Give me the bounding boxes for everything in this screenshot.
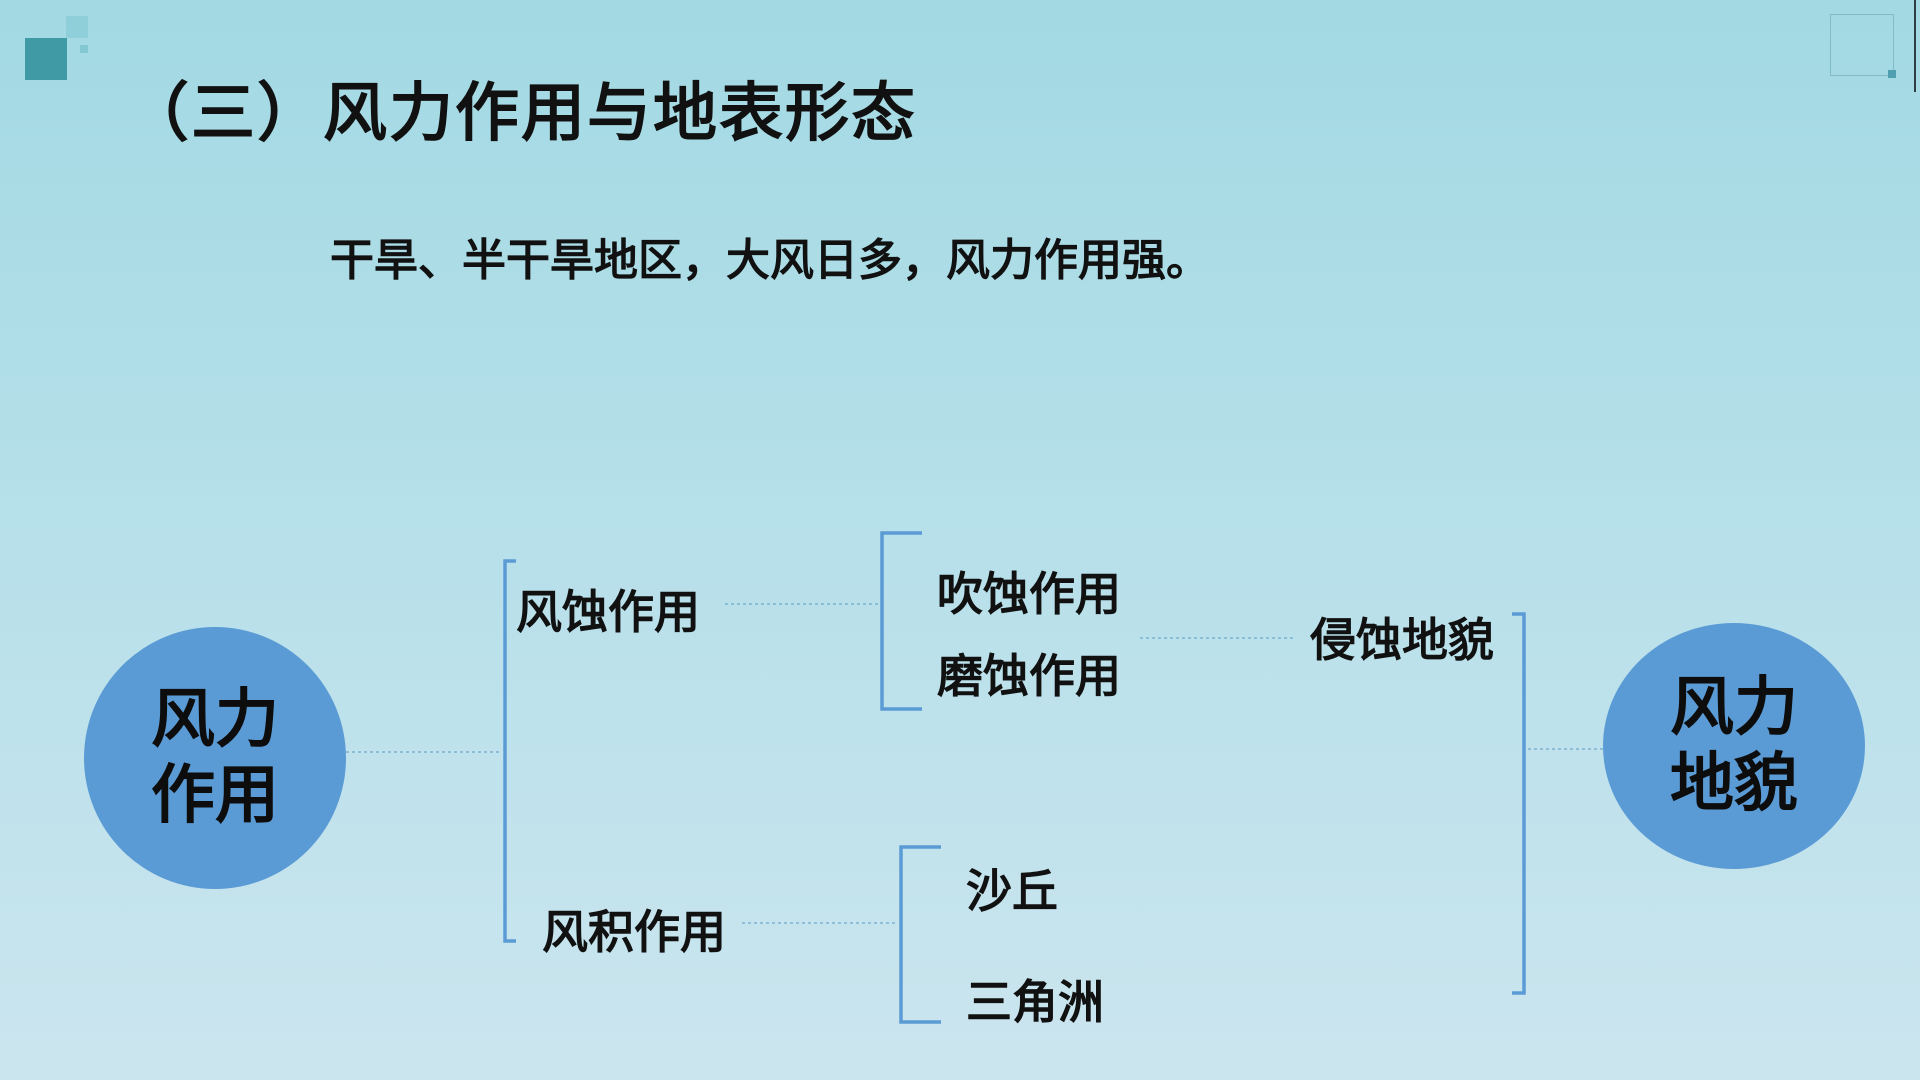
label-deflation: 吹蚀作用 bbox=[937, 567, 1121, 621]
node-wind-landform-line1: 风力 bbox=[1670, 671, 1798, 745]
node-wind-landform-label: 风力 地貌 bbox=[1659, 670, 1809, 822]
decor-square-light bbox=[66, 16, 88, 38]
bracket-main bbox=[503, 559, 516, 943]
slide-subtitle: 干旱、半干旱地区，大风日多，风力作用强。 bbox=[330, 235, 1210, 286]
bracket-erosion bbox=[880, 531, 922, 711]
node-wind-action-line1: 风力 bbox=[151, 683, 279, 757]
label-abrasion: 磨蚀作用 bbox=[937, 649, 1121, 703]
label-dune: 沙丘 bbox=[966, 864, 1058, 918]
decor-dot bbox=[1888, 70, 1896, 78]
label-wind-deposition: 风积作用 bbox=[542, 905, 726, 959]
decor-edge-line bbox=[1914, 0, 1916, 92]
decor-square-small bbox=[80, 45, 88, 53]
node-wind-landform: 风力 地貌 bbox=[1603, 623, 1865, 869]
decor-square-dark bbox=[25, 38, 67, 80]
bracket-deposition bbox=[899, 845, 941, 1024]
bracket-right bbox=[1512, 612, 1526, 995]
node-wind-action-label: 风力 作用 bbox=[140, 682, 290, 834]
label-erosion-landform: 侵蚀地貌 bbox=[1310, 613, 1494, 667]
label-wind-erosion: 风蚀作用 bbox=[516, 585, 700, 639]
label-delta: 三角洲 bbox=[966, 975, 1104, 1029]
decor-frame bbox=[1830, 14, 1894, 76]
node-wind-action-line2: 作用 bbox=[151, 759, 279, 833]
node-wind-landform-line2: 地貌 bbox=[1670, 747, 1798, 821]
node-wind-action: 风力 作用 bbox=[84, 627, 346, 889]
slide-title: （三）风力作用与地表形态 bbox=[125, 77, 917, 151]
